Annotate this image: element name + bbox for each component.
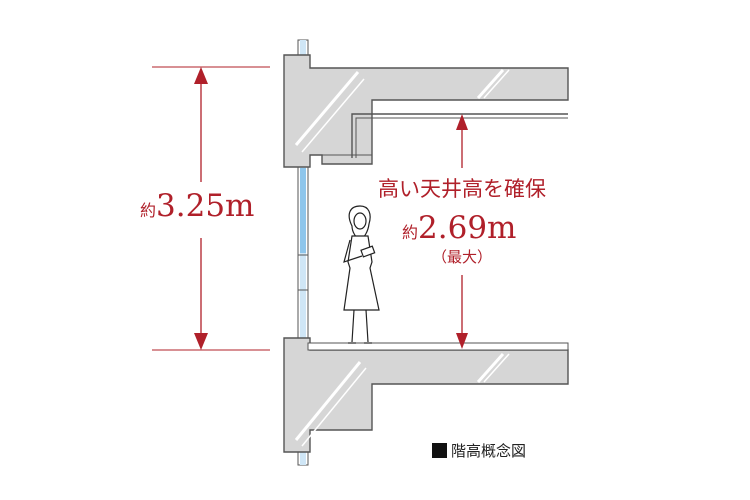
diagram-caption: 階高概念図 (432, 440, 526, 461)
window-mullion (297, 39, 309, 466)
ceiling-height-label: 約2.69m (402, 210, 516, 246)
story-height-dimension (152, 66, 270, 351)
lower-slab (283, 337, 569, 453)
upper-slab (283, 54, 569, 168)
story-height-label: 約3.25m (140, 188, 254, 224)
ceiling-height-note: （最大） (432, 248, 492, 266)
arrow-up-icon (456, 114, 468, 130)
arrow-down-icon (456, 333, 468, 349)
ceiling-height-dimension (456, 114, 468, 349)
ceiling-heading: 高い天井高を確保 (378, 177, 546, 201)
caption-text: 階高概念図 (451, 442, 527, 460)
arrow-up-icon (194, 67, 208, 84)
ceiling-board (351, 113, 568, 158)
woman-figure-icon (343, 205, 380, 344)
arrow-down-icon (194, 333, 208, 350)
square-bullet-icon (432, 443, 447, 458)
